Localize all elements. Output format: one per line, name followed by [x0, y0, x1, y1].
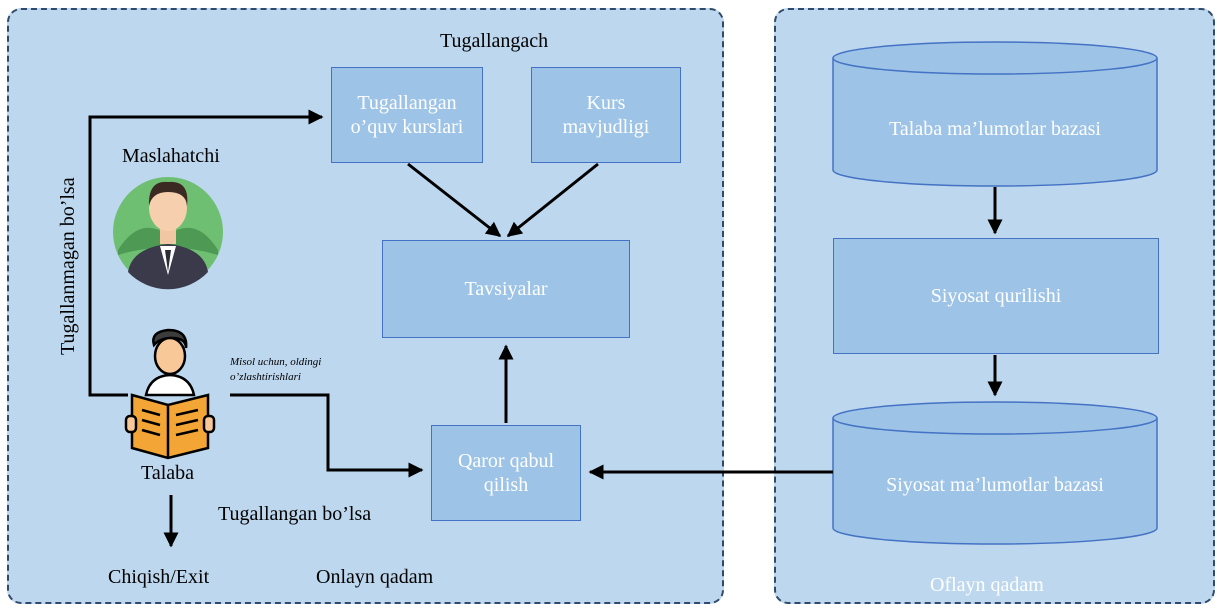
arrow-courses-to-recommendations	[407, 162, 502, 238]
not-completed-label: Tugallanmagan bo’lsa	[57, 177, 79, 355]
completed-courses-box: Tugallangan o’quv kurslari	[331, 67, 483, 163]
advisor-label: Maslahatchi	[122, 145, 220, 167]
arrow-availability-to-recommendations	[506, 162, 599, 238]
completed-top-label: Tugallangach	[440, 30, 549, 52]
course-availability-box: Kurs mavjudligi	[531, 67, 681, 163]
decision-box: Qaror qabul qilish	[431, 425, 581, 521]
student-reading-icon	[124, 328, 216, 460]
online-step-label: Onlayn qadam	[316, 566, 434, 588]
arrow-completed	[230, 393, 424, 478]
student-database-label: Talaba ma’lumotlar bazasi	[889, 118, 1101, 140]
policy-build-box: Siyosat qurilishi	[833, 238, 1159, 354]
policy-database-label: Siyosat ma’lumotlar bazasi	[886, 474, 1104, 496]
student-label: Talaba	[141, 462, 195, 484]
student-database-cylinder	[832, 41, 1158, 187]
example-note: Misol uchun, oldingi o’zlashtirishlari	[230, 356, 322, 383]
advisor-avatar	[113, 177, 223, 290]
completed-label: Tugallangan bo’lsa	[218, 503, 372, 525]
recommendations-box: Tavsiyalar	[382, 240, 630, 338]
arrow-not-completed	[88, 109, 324, 397]
policy-database-cylinder	[832, 401, 1158, 545]
exit-label: Chiqish/Exit	[108, 566, 210, 588]
offline-step-label: Oflayn qadam	[930, 574, 1044, 596]
